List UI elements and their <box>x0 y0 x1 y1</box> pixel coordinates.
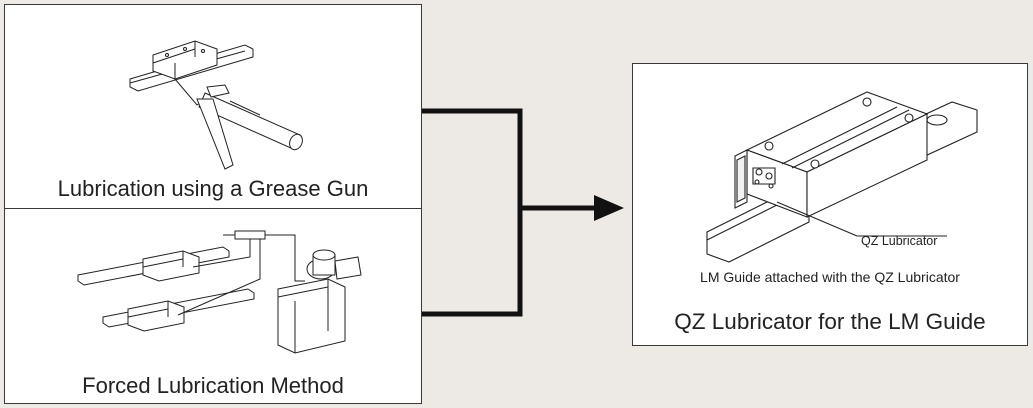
forced-lubrication-illustration <box>73 217 373 367</box>
bracket-line <box>422 108 523 317</box>
forced-lubrication-caption: Forced Lubrication Method <box>82 373 344 398</box>
qz-caption: QZ Lubricator for the LM Guide <box>674 309 986 334</box>
arrow-head <box>594 195 624 221</box>
qz-lubricator-panel: QZ Lubricator LM Guide attached with the… <box>632 63 1028 346</box>
qz-lubricator-label: QZ Lubricator <box>861 234 938 248</box>
forced-lubrication-panel: Forced Lubrication Method <box>4 208 422 404</box>
qz-lubricator-illustration <box>697 72 987 262</box>
grease-gun-illustration <box>125 27 315 177</box>
qz-subcaption: LM Guide attached with the QZ Lubricator <box>700 269 960 285</box>
grease-gun-panel: Lubrication using a Grease Gun <box>4 4 422 209</box>
grease-gun-caption: Lubrication using a Grease Gun <box>57 176 369 201</box>
